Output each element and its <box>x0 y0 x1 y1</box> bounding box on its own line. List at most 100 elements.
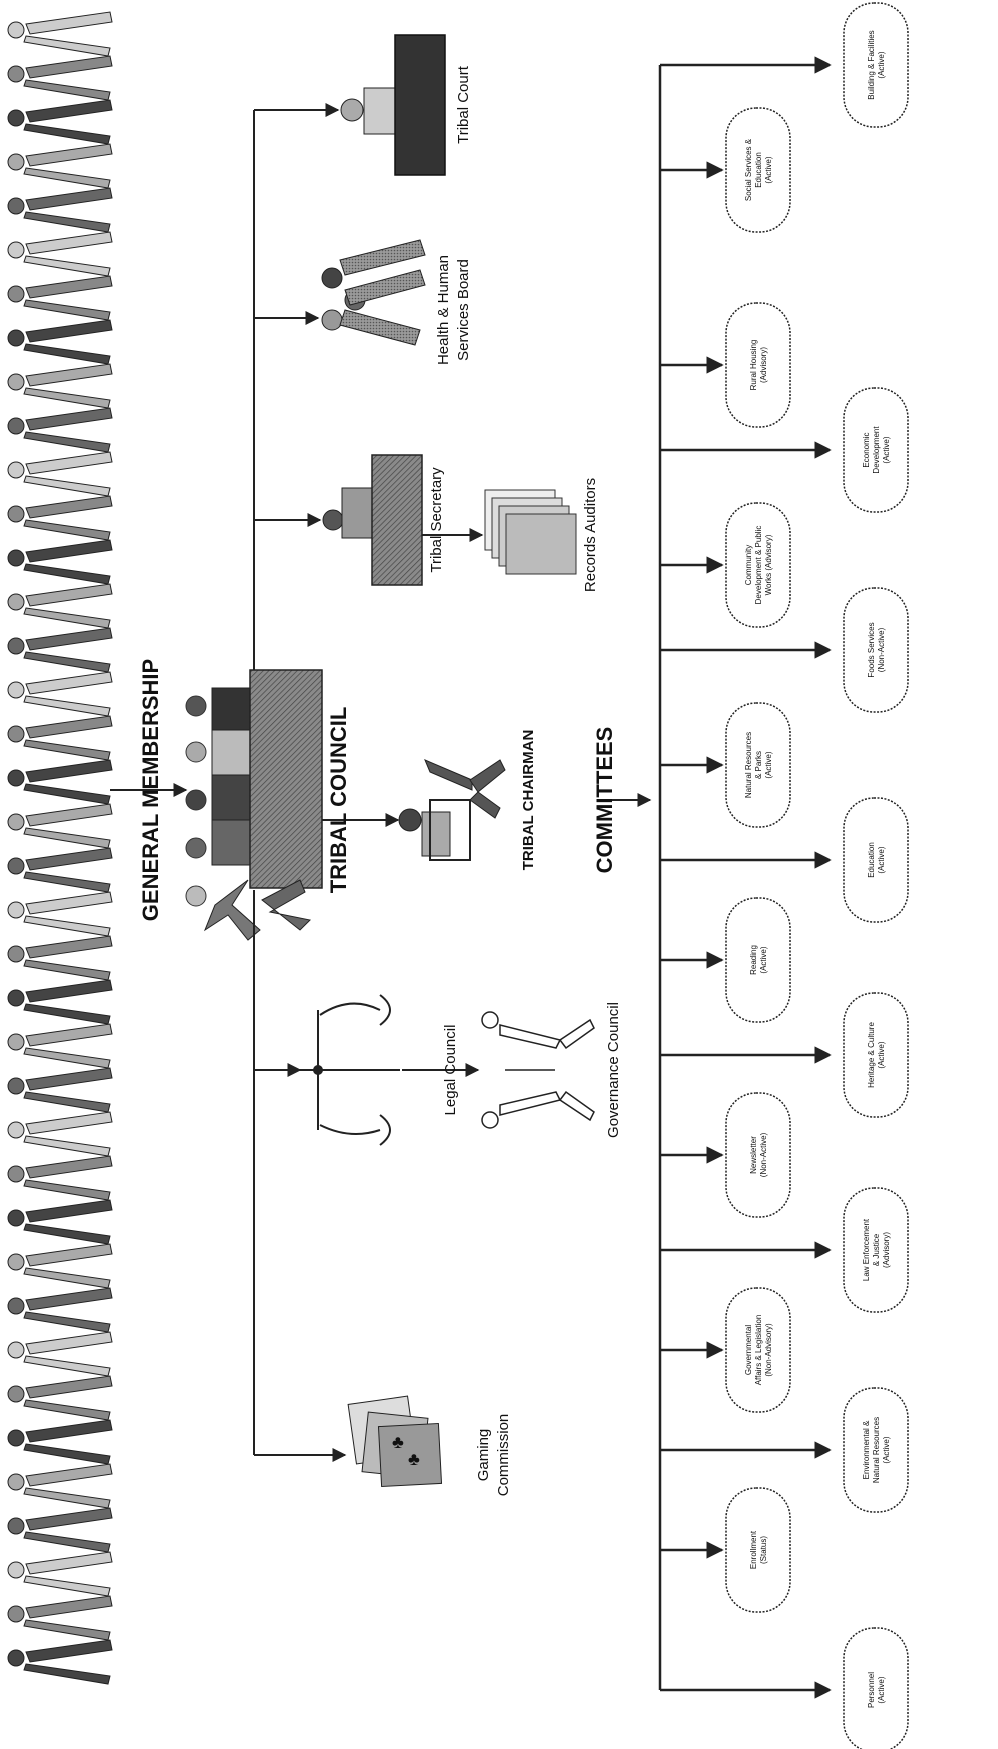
committee-lower-2: Environmental &Natural Resources(Active) <box>843 1387 909 1513</box>
tribal-council-label: TRIBAL COUNCIL <box>326 707 351 894</box>
member-figure-icon <box>7 1111 113 1157</box>
health-board-label-line1: Health & Human <box>435 255 452 365</box>
member-figure-icon <box>7 627 113 673</box>
governance-council-label: Governance Council <box>605 1002 622 1138</box>
health-board-graphic <box>321 239 426 346</box>
committee-lower-3-label-line2: & Justice <box>872 1233 881 1266</box>
committee-upper-6-label-line2: Development & Public <box>754 526 763 605</box>
committee-lower-8-label-line2: (Active) <box>877 51 886 78</box>
committee-upper-3-label-line2: (Non-Active) <box>759 1132 768 1177</box>
tribal-court-graphic <box>340 34 446 176</box>
committee-lower-2-label-line1: Environmental & <box>862 1420 871 1479</box>
member-figure-icon <box>7 11 113 57</box>
member-figure-icon <box>7 803 113 849</box>
committee-lower-1-label-line1: Personnel <box>867 1672 876 1708</box>
committee-lower-4: Heritage & Culture(Active) <box>843 992 909 1118</box>
committee-upper-6-label-line1: Community <box>744 545 753 585</box>
member-figure-icon <box>7 1419 113 1465</box>
tribal-secretary-label: Tribal Secretary <box>428 467 445 573</box>
member-figure-icon <box>7 495 113 541</box>
committee-upper-7-label-line2: (Advisory) <box>759 347 768 383</box>
committee-upper-7: Rural Housing(Advisory) <box>725 302 791 428</box>
member-figure-icon <box>7 275 113 321</box>
committee-upper-5-label-line1: Natural Resources <box>744 732 753 798</box>
committee-upper-8-label-line2: Education <box>754 152 763 188</box>
member-figure-icon <box>7 231 113 277</box>
committee-upper-7-label-line1: Rural Housing <box>749 340 758 391</box>
member-figure-icon <box>7 935 113 981</box>
committee-upper-3: Newsletter(Non-Active) <box>725 1092 791 1218</box>
member-figure-icon <box>7 759 113 805</box>
committee-lower-5-label-line1: Education <box>867 842 876 878</box>
member-figure-icon <box>7 539 113 585</box>
tribal-council-graphic <box>185 669 323 941</box>
member-figure-icon <box>7 583 113 629</box>
committee-upper-5-label-line2: & Parks <box>754 751 763 779</box>
tribal-chairman-graphic <box>398 759 506 861</box>
committee-lower-1-label-line2: (Active) <box>877 1676 886 1703</box>
committee-upper-4-label-line2: (Active) <box>759 946 768 973</box>
member-figure-icon <box>7 363 113 409</box>
tribal-court-label: Tribal Court <box>455 65 472 144</box>
member-figure-icon <box>7 715 113 761</box>
committee-lower-1: Personnel(Active) <box>843 1627 909 1749</box>
committee-upper-2-label-line3: (Non-Advisory) <box>764 1323 773 1377</box>
committee-lower-2-label-line2: Natural Resources <box>872 1417 881 1483</box>
member-figure-icon <box>7 1287 113 1333</box>
connector-lines <box>110 103 652 1462</box>
tribal-chairman-label: TRIBAL CHAIRMAN <box>520 730 537 871</box>
committee-upper-8-label-line3: (Active) <box>764 156 773 183</box>
committees-label: COMMITTEES <box>592 727 617 874</box>
member-figure-icon <box>7 979 113 1025</box>
records-auditors-label: Records Auditors <box>582 478 599 592</box>
playing-cards-icon: ♣ ♣ <box>347 1395 443 1488</box>
committee-upper-5-label-line3: (Active) <box>764 751 773 778</box>
gaming-commission-label-line1: Gaming <box>475 1429 492 1482</box>
member-figure-icon <box>7 1551 113 1597</box>
member-figure-icon <box>7 407 113 453</box>
legal-council-label: Legal Council <box>442 1025 459 1116</box>
committee-lower-7-label-line1: Economic <box>862 432 871 467</box>
health-board-label-line2: Services Board <box>455 259 472 361</box>
svg-text:♣: ♣ <box>392 1432 404 1452</box>
committee-upper-4: Reading(Active) <box>725 897 791 1023</box>
member-figure-icon <box>7 451 113 497</box>
member-figure-icon <box>7 1067 113 1113</box>
committee-lower-5: Education(Active) <box>843 797 909 923</box>
committee-lower-3-label-line1: Law Enforcement <box>862 1218 871 1281</box>
member-figure-icon <box>7 187 113 233</box>
committee-lower-6: Foods Services(Non-Active) <box>843 587 909 713</box>
committee-lower-3-label-line3: (Advisory) <box>882 1232 891 1268</box>
gaming-commission-label-line2: Commission <box>495 1414 512 1497</box>
committee-lower-8-label-line1: Building & Facilities <box>867 30 876 99</box>
member-figure-icon <box>7 1595 113 1641</box>
member-figure-icon <box>7 891 113 937</box>
member-figure-icon <box>7 671 113 717</box>
member-figure-icon <box>7 319 113 365</box>
committee-lower-7-label-line3: (Active) <box>882 436 891 463</box>
committee-upper-1-label-line2: (Status) <box>759 1536 768 1564</box>
member-figure-icon <box>7 1023 113 1069</box>
member-figure-icon <box>7 55 113 101</box>
member-figure-icon <box>7 1155 113 1201</box>
committee-lower-6-label-line1: Foods Services <box>867 622 876 677</box>
committee-upper-4-label-line1: Reading <box>749 945 758 975</box>
member-figure-icon <box>7 1331 113 1377</box>
committee-upper-8: Social Services &Education(Active) <box>725 107 791 233</box>
member-figure-icon <box>7 1507 113 1553</box>
tribal-secretary-graphic <box>322 454 423 586</box>
member-figure-icon <box>7 1639 113 1685</box>
membership-crowd-graphic <box>7 11 113 1685</box>
committee-lower-2-label-line3: (Active) <box>882 1436 891 1463</box>
member-figure-icon <box>7 1463 113 1509</box>
committee-upper-3-label-line1: Newsletter <box>749 1136 758 1174</box>
governance-council-graphic <box>481 1011 595 1129</box>
committee-lower-4-label-line2: (Active) <box>877 1041 886 1068</box>
member-figure-icon <box>7 1199 113 1245</box>
committee-branch-lines <box>658 56 832 1699</box>
